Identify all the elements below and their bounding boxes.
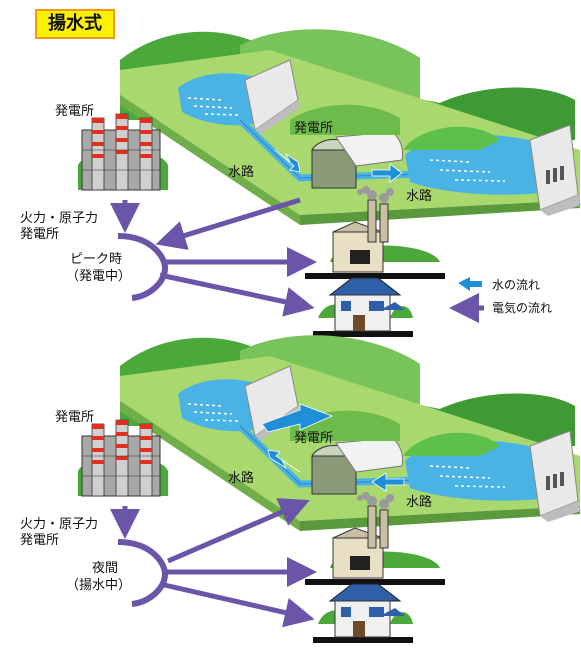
panel-night: 発電所 発電所 水路 水路 火力・原子力 発電所 夜間 （揚水中） bbox=[20, 335, 581, 644]
title-badge: 揚水式 bbox=[35, 9, 115, 39]
electric-arrow-to-house bbox=[159, 272, 315, 317]
label-mode-line1: ピーク時 bbox=[70, 252, 122, 267]
distribution-hub bbox=[117, 539, 169, 607]
label-power-station: 発電所 bbox=[55, 104, 94, 119]
label-hydro-station: 発電所 bbox=[294, 121, 333, 136]
label-waterway-left: 水路 bbox=[228, 164, 254, 180]
panel-peak: 発電所 発電所 水路 水路 火力・原子力 発電所 ピーク時 （発電中） bbox=[20, 29, 581, 338]
electric-arrow-to-house bbox=[159, 581, 315, 628]
label-waterway-right: 水路 bbox=[406, 188, 432, 204]
label-power-station: 発電所 bbox=[55, 410, 94, 425]
label-waterway-left: 水路 bbox=[228, 470, 254, 486]
legend-water-label: 水の流れ bbox=[492, 278, 540, 292]
legend: 水の流れ 電気の流れ bbox=[449, 277, 552, 323]
label-thermal-line2: 発電所 bbox=[20, 533, 59, 548]
distribution-hub bbox=[117, 233, 169, 301]
label-hydro-station: 発電所 bbox=[294, 431, 333, 446]
water-arrow-left bbox=[371, 472, 405, 492]
water-arrow-into-reservoir bbox=[261, 403, 334, 433]
label-mode-line2: （発電中） bbox=[66, 269, 131, 284]
electric-arrow-to-powerhouse bbox=[167, 498, 310, 564]
water-arrow-up bbox=[267, 449, 301, 473]
label-thermal-line2: 発電所 bbox=[20, 227, 59, 242]
electric-arrow-to-thermal bbox=[155, 197, 301, 250]
label-thermal-line1: 火力・原子力 bbox=[20, 211, 98, 226]
label-thermal-line1: 火力・原子力 bbox=[20, 517, 98, 532]
legend-water-arrow-icon bbox=[458, 277, 482, 291]
water-arrow-down bbox=[274, 149, 301, 173]
label-mode-line2: （揚水中） bbox=[66, 577, 131, 593]
water-arrow-right bbox=[371, 163, 403, 183]
label-mode-line1: 夜間 bbox=[92, 561, 118, 576]
title-text: 揚水式 bbox=[48, 13, 102, 34]
label-waterway-right: 水路 bbox=[406, 494, 432, 510]
legend-electric-label: 電気の流れ bbox=[492, 300, 552, 315]
